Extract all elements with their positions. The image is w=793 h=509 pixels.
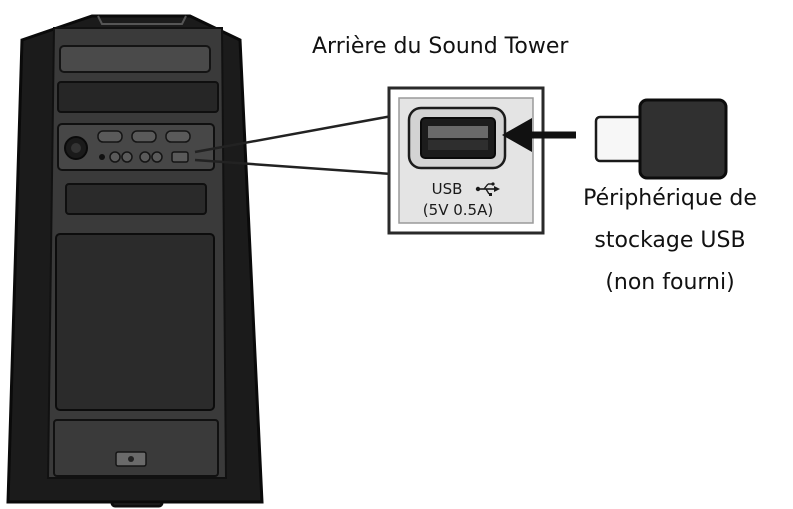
usb-port-zoom — [387, 86, 545, 235]
usb-symbol-icon — [475, 182, 500, 196]
insert-arrow-icon — [502, 118, 576, 152]
usb-device-label-line1: Périphérique de — [583, 186, 757, 211]
usb-port-spec: (5V 0.5A) — [422, 201, 494, 219]
callout-lines — [194, 114, 393, 176]
usb-device-label-line2: stockage USB — [594, 228, 746, 253]
usb-port-text: USB — [431, 180, 463, 198]
usb-storage-device — [594, 98, 728, 180]
usb-port-label: USB — [408, 180, 508, 198]
rear-title: Arrière du Sound Tower — [312, 34, 569, 59]
usb-device-label-line3: (non fourni) — [605, 270, 735, 295]
sound-tower — [6, 14, 264, 508]
